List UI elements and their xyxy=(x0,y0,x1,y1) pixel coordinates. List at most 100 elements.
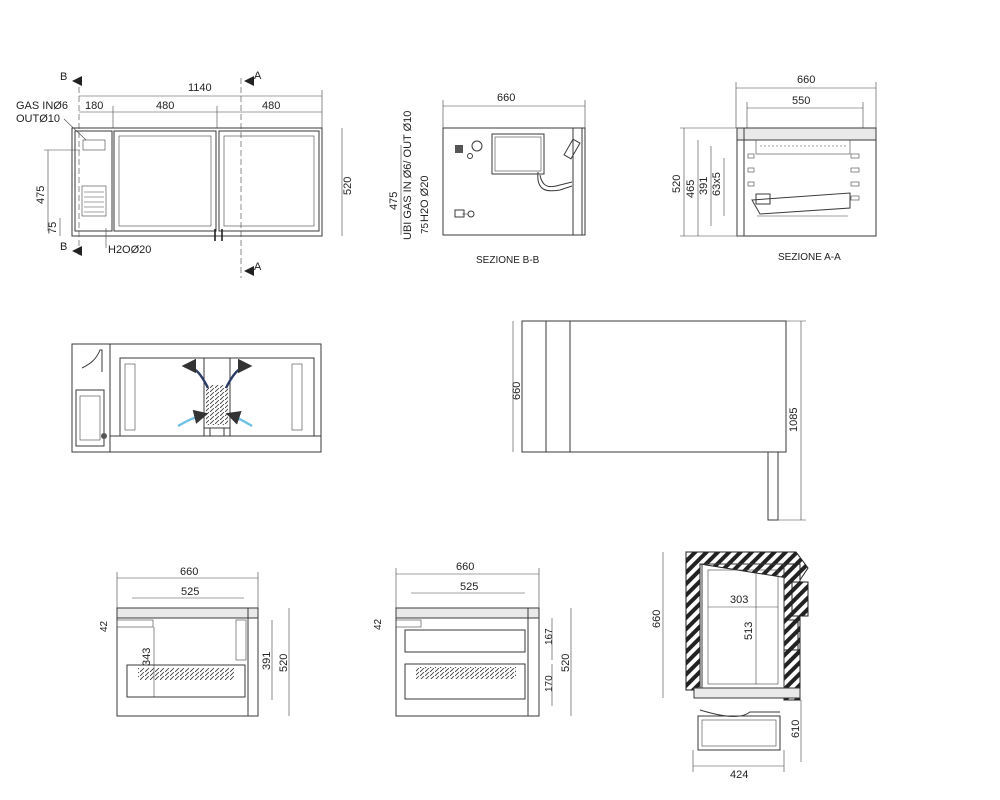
lower-drawer xyxy=(404,663,526,700)
gas-connection xyxy=(82,139,106,151)
drawer-extended xyxy=(697,715,781,751)
airflow-arrow-left xyxy=(181,358,210,389)
upper-drawer xyxy=(404,629,526,653)
section-b-arrow-bottom xyxy=(72,246,82,256)
dim-475: 475 xyxy=(388,192,400,210)
section-bb-view: 660 UBI GAS IN Ø6/ OUT Ø10 H2O Ø20 475 7… xyxy=(388,92,586,266)
dim-170: 170 xyxy=(544,675,555,692)
dim-660: 660 xyxy=(797,74,815,86)
h2o-label: H2OØ20 xyxy=(108,244,151,256)
condenser-fins xyxy=(79,395,101,441)
side-hatch-2 xyxy=(783,619,799,651)
dim-480-b: 480 xyxy=(262,100,280,112)
cabinet-outline xyxy=(395,607,540,717)
side-leg xyxy=(767,451,779,521)
plinth xyxy=(693,687,801,699)
control-box xyxy=(491,133,545,175)
dim-550: 550 xyxy=(792,95,810,107)
dim-391: 391 xyxy=(698,177,710,195)
dim-660: 660 xyxy=(180,566,198,578)
cabinet-outline xyxy=(71,127,323,237)
plan-outline xyxy=(71,343,322,453)
dim-513: 513 xyxy=(743,622,755,640)
dim-424: 424 xyxy=(730,769,748,781)
dim-391: 391 xyxy=(261,652,273,670)
vent-slats xyxy=(84,191,104,213)
gas-out-label: OUTØ10 xyxy=(16,113,60,125)
return-air-arrow-left xyxy=(177,409,209,428)
countertop xyxy=(116,607,259,619)
fitting-dot xyxy=(101,433,107,439)
rail-left xyxy=(124,363,136,431)
dim-465: 465 xyxy=(685,180,697,198)
door xyxy=(527,607,540,717)
aa-cabinet-outline xyxy=(736,139,877,237)
section-a-arrow-bottom xyxy=(244,266,254,276)
drawer xyxy=(126,664,246,698)
gas-vertical-label: UBI GAS IN Ø6/ OUT Ø10 xyxy=(402,111,414,240)
evaporator xyxy=(755,139,851,155)
gas-pipe xyxy=(116,619,154,628)
airflow-plan-view xyxy=(71,343,322,453)
gas-pipe xyxy=(395,619,422,628)
gas-in-label: GAS INØ6 xyxy=(16,100,68,112)
dim-660: 660 xyxy=(497,92,515,104)
dim-42: 42 xyxy=(373,618,384,630)
gas-valve-icon xyxy=(455,145,463,153)
airflow-arrow-right xyxy=(224,358,253,389)
h2o-vertical-label: H2O Ø20 xyxy=(419,176,431,222)
section-a-label-top: A xyxy=(254,70,262,82)
shelf-supports xyxy=(747,153,860,201)
countertop xyxy=(736,127,877,141)
section-bb-caption: SEZIONE B-B xyxy=(476,255,540,266)
condenser xyxy=(75,389,105,447)
dim-75: 75 xyxy=(420,222,431,234)
countertop xyxy=(395,607,540,619)
drain-fitting xyxy=(454,209,465,218)
section-two-drawer-view: 660 525 42 167 170 520 xyxy=(373,561,572,717)
cabinet-outline xyxy=(116,607,259,717)
dim-520: 520 xyxy=(671,175,683,193)
section-a-arrow-top xyxy=(244,76,254,86)
return-air-arrow-right xyxy=(225,410,253,428)
dim-525: 525 xyxy=(460,581,478,593)
drain-icon xyxy=(467,210,475,218)
door xyxy=(247,607,259,717)
door-left-glass xyxy=(118,135,212,227)
fitting-icon xyxy=(467,153,473,159)
section-aa-view: 660 550 520 465 391 63x5 SEZIONE xyxy=(671,74,877,263)
side-outline xyxy=(521,320,787,453)
gauge-icon xyxy=(471,140,483,152)
dim-42: 42 xyxy=(99,620,110,632)
dim-525: 525 xyxy=(181,586,199,598)
dim-520: 520 xyxy=(560,654,572,672)
rail xyxy=(235,619,247,661)
dim-660: 660 xyxy=(651,610,663,628)
hose-outer xyxy=(537,171,573,192)
door-left xyxy=(113,130,217,232)
dim-167: 167 xyxy=(544,628,555,645)
dim-180: 180 xyxy=(85,100,103,112)
dim-475: 475 xyxy=(35,186,47,204)
rail-right xyxy=(291,363,303,431)
drain xyxy=(209,427,225,437)
dim-480-a: 480 xyxy=(156,100,174,112)
aa-door xyxy=(736,127,745,237)
bb-cabinet-outline xyxy=(442,127,586,236)
dim-343: 343 xyxy=(141,648,153,666)
dim-75: 75 xyxy=(47,222,59,234)
pipe xyxy=(81,349,103,372)
dim-520: 520 xyxy=(342,177,354,195)
side-view: 660 1085 xyxy=(511,320,806,521)
section-one-drawer-view: 660 525 42 343 391 520 xyxy=(99,566,290,717)
dim-1140: 1140 xyxy=(188,82,212,94)
front-view: B B A A 1140 180 480 480 GAS INØ6 OUTØ10 xyxy=(16,70,354,278)
drawer-grille xyxy=(416,667,516,679)
bb-door-edge xyxy=(572,127,583,236)
appliance-inner xyxy=(707,569,779,685)
section-b-label-bottom: B xyxy=(60,241,67,253)
dim-1085: 1085 xyxy=(788,408,800,432)
section-b-arrow-top xyxy=(72,76,82,86)
dim-520: 520 xyxy=(278,654,290,672)
